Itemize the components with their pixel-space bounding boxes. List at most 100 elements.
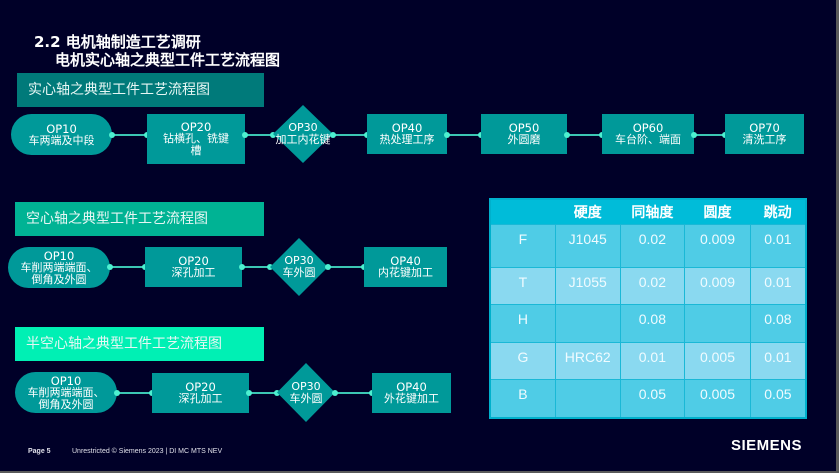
table-cell: 0.02: [619, 267, 686, 305]
copyright-notice: Unrestricted © Siemens 2023 | DI MC MTS …: [72, 448, 223, 455]
table-cell: 0.009: [684, 267, 751, 305]
step-description: 外花键加工: [384, 392, 439, 405]
table-cell: T: [489, 267, 556, 305]
hollow-op20-node: OP20 深孔加工: [145, 247, 242, 287]
solid-op30-node: OP30 加工内花键: [273, 105, 333, 163]
step-op-label: OP50: [508, 121, 540, 135]
flow-connector: [325, 264, 367, 269]
tolerance-spec-table: 硬度 同轴度 圆度 跳动 F J1045 0.02 0.009 0.01 T J…: [489, 198, 807, 419]
flow-connector: [564, 132, 605, 137]
step-op-label: OP20: [185, 380, 216, 394]
step-op-label: OP40: [391, 121, 423, 135]
step-op-label: OP10: [46, 121, 77, 136]
table-cell: 0.02: [619, 224, 686, 268]
page-number: Page 5: [28, 448, 51, 455]
solid-shaft-flow-header: 实心轴之典型工件工艺流程图: [17, 73, 264, 107]
table-cell: 0.01: [749, 342, 807, 380]
table-row: B 0.05 0.005 0.05: [489, 379, 807, 418]
slide-title: 2.2 电机轴制造工艺调研 电机实心轴之典型工件工艺流程图: [34, 33, 280, 69]
table-cell: [554, 304, 621, 343]
solid-op10-node: OP10 车两端及中段: [11, 114, 112, 155]
table-cell: 0.01: [619, 342, 686, 380]
step-description: 加工内花键: [275, 133, 331, 146]
table-header-cell: 硬度: [555, 199, 621, 225]
table-cell: 0.01: [749, 224, 807, 268]
table-cell: 0.009: [684, 224, 751, 268]
step-description: 清洗工序: [742, 133, 787, 146]
table-cell: 0.05: [749, 379, 807, 418]
flow-connector: [242, 132, 276, 137]
solid-op60-node: OP60 车台阶、端面: [602, 114, 694, 154]
step-description: 车削两端端面、倒角及外圆: [27, 385, 105, 411]
table-cell: H: [489, 304, 556, 343]
flow-connector: [114, 390, 155, 395]
hollow-op40-node: OP40 内花键加工: [364, 247, 447, 287]
table-cell: 0.01: [749, 267, 807, 305]
semi-hollow-op20-node: OP20 深孔加工: [152, 373, 249, 413]
step-op-label: OP30: [291, 379, 321, 393]
step-description: 车外圆: [289, 391, 323, 405]
hollow-op10-node: OP10 车削两端端面、倒角及外圆: [8, 247, 110, 288]
semi-hollow-op40-node: OP40 外花键加工: [372, 373, 451, 413]
semi-hollow-op30-node: OP30 车外圆: [277, 363, 335, 422]
step-op-label: OP40: [396, 380, 427, 394]
flow-connector: [239, 264, 273, 269]
flow-connector: [332, 390, 375, 395]
semi-hollow-shaft-flow-header: 半空心轴之典型工件工艺流程图: [15, 327, 264, 361]
title-line-1: 2.2 电机轴制造工艺调研: [34, 33, 201, 51]
table-cell: 0.005: [684, 342, 751, 380]
step-description: 钻横孔、铣键槽: [163, 132, 229, 157]
step-op-label: OP30: [288, 121, 318, 134]
solid-op70-node: OP70 清洗工序: [725, 114, 804, 154]
step-description: 热处理工序: [379, 133, 435, 146]
title-line-2: 电机实心轴之典型工件工艺流程图: [55, 51, 281, 69]
flow-connector: [330, 132, 370, 137]
table-header-cell: [490, 199, 556, 225]
step-description: 内花键加工: [378, 266, 433, 279]
step-description: 车削两端端面、倒角及外圆: [20, 260, 98, 286]
flow-connector: [444, 132, 484, 137]
table-row: T J1055 0.02 0.009 0.01: [489, 267, 807, 305]
hollow-op30-node: OP30 车外圆: [270, 238, 328, 296]
step-op-label: OP10: [50, 373, 82, 388]
table-cell: HRC62: [554, 342, 621, 380]
step-description: 深孔加工: [178, 392, 223, 405]
table-cell: J1045: [554, 224, 621, 268]
semi-hollow-op10-node: OP10 车削两端端面、倒角及外圆: [15, 372, 117, 413]
step-op-label: OP70: [749, 121, 780, 135]
step-description: 车外圆: [282, 266, 316, 279]
table-header-cell: 圆度: [684, 199, 751, 225]
hollow-shaft-flow-header: 空心轴之典型工件工艺流程图: [15, 202, 264, 236]
table-row: F J1045 0.02 0.009 0.01: [489, 224, 807, 268]
table-cell: 0.08: [749, 304, 807, 343]
table-header-cell: 跳动: [750, 199, 806, 225]
table-row: G HRC62 0.01 0.005 0.01: [489, 342, 807, 380]
slide-border-right: [836, 0, 839, 473]
step-op-label: OP60: [632, 121, 664, 135]
table-cell: J1055: [554, 267, 621, 305]
solid-op20-node: OP20 钻横孔、铣键槽: [147, 114, 245, 164]
solid-op50-node: OP50 外圆磨: [481, 114, 567, 154]
table-header-row: 硬度 同轴度 圆度 跳动: [490, 199, 806, 225]
table-row: H 0.08 0.08: [489, 304, 807, 343]
table-cell: 0.08: [619, 304, 686, 343]
step-op-label: OP10: [43, 248, 75, 263]
table-header-cell: 同轴度: [620, 199, 685, 225]
table-cell: [554, 379, 621, 418]
flow-connector: [246, 390, 280, 395]
table-cell: G: [489, 342, 556, 380]
table-cell: 0.05: [619, 379, 686, 418]
flow-connector: [691, 132, 728, 137]
step-op-label: OP40: [390, 254, 421, 268]
table-cell: [684, 304, 751, 343]
flow-connector: [109, 132, 150, 137]
step-op-label: OP20: [180, 120, 212, 134]
step-description: 车台阶、端面: [615, 133, 681, 146]
step-description: 外圆磨: [507, 133, 541, 146]
step-description: 深孔加工: [171, 266, 216, 279]
flow-connector: [107, 264, 148, 269]
slide-border-bottom: [0, 471, 839, 473]
step-op-label: OP30: [284, 254, 314, 267]
step-description: 车两端及中段: [28, 133, 95, 147]
step-op-label: OP20: [178, 254, 209, 268]
